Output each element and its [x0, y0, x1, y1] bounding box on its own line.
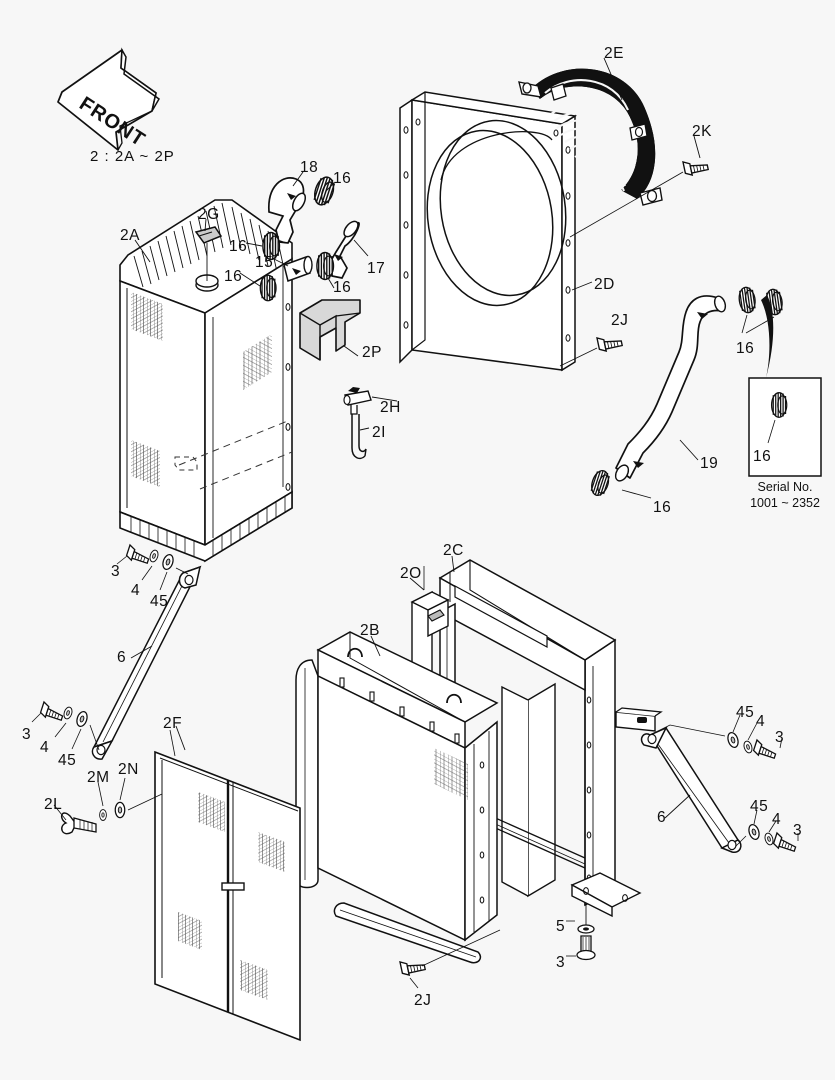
callout-fan-shroud: 2D: [594, 276, 615, 293]
water-hose-19: [614, 295, 727, 482]
bolt-2K: [569, 156, 710, 238]
callout-spring-washer: 4: [131, 582, 141, 599]
callout-spring-washer: 4: [772, 811, 782, 828]
callout-plain-washer: 45: [736, 704, 755, 721]
fastener-group-right-lower: [735, 809, 799, 854]
drain-hose-2I: [351, 414, 367, 460]
fan-shroud-2D: [399, 91, 578, 372]
serial-caption-line2: 1001 ~ 2352: [750, 495, 820, 510]
radiator-assembly: [119, 199, 293, 563]
callout-bolt-shroud: 2J: [611, 312, 629, 329]
drain-fitting-2H: [343, 387, 372, 415]
callout-bolt: 3: [793, 822, 803, 839]
callout-bolt-grille: 2J: [414, 992, 432, 1009]
callout-bolt: 3: [22, 726, 32, 743]
callout-grille: 2F: [163, 715, 183, 732]
stay-rod-6-right: [640, 726, 742, 854]
callout-oil-cooler: 2B: [360, 622, 380, 639]
callout-spring-washer: 4: [40, 739, 50, 756]
connector-pipe-15: [283, 255, 313, 282]
mount-bracket-2P: [299, 299, 361, 361]
callout-plain-washer: 45: [750, 798, 769, 815]
callout-wing-bolt: 2L: [44, 796, 63, 813]
callout-stay-rod: 6: [117, 649, 127, 666]
callout-bolt: 3: [775, 729, 785, 746]
serial-caption-line1: Serial No.: [757, 480, 813, 494]
serial-caption: Serial No. 1001 ~ 2352: [735, 480, 835, 511]
radiator-cap-2G: [194, 226, 223, 281]
fastener-group-bottom: [566, 905, 596, 961]
callout-mount-bracket: 2P: [362, 344, 382, 361]
serial-box-inner-label: 16: [753, 448, 772, 465]
callout-hose-clamp: 16: [736, 340, 755, 357]
callout-radiator: 2A: [120, 227, 140, 244]
upper-hose-18: [268, 177, 307, 244]
clamp-16: [259, 274, 277, 302]
callout-bolt: 3: [556, 954, 566, 971]
callout-radiator-cap: 2G: [198, 206, 220, 223]
clamp-16: [316, 251, 335, 281]
callout-hose-clamp: 16: [224, 268, 243, 285]
callout-lower-hose: 17: [367, 260, 386, 277]
callout-stay-rod: 6: [657, 809, 667, 826]
serial-note-box: [748, 295, 822, 477]
callout-spring-washer: 4: [756, 713, 766, 730]
callout-hose-clamp: 16: [653, 499, 672, 516]
fastener-group-right-upper: [649, 714, 783, 761]
callout-bolt: 3: [111, 563, 121, 580]
callout-plain-washer-grille: 2N: [118, 761, 139, 778]
callout-spring-washer-grille: 2M: [87, 769, 110, 786]
washer-2N: [114, 801, 126, 819]
washer-2M: [99, 809, 107, 821]
callout-cushion: 2O: [400, 565, 422, 582]
group-note: 2 : 2A ~ 2P: [90, 148, 175, 165]
callout-plain-washer: 45: [58, 752, 77, 769]
callout-bolt-fan-guard: 2K: [692, 123, 712, 140]
leader-lines: [130, 57, 701, 819]
bolt-2J-grille: [399, 929, 501, 989]
callout-water-hose: 19: [700, 455, 719, 472]
callout-upper-hose: 18: [300, 159, 319, 176]
callout-hose-clamp: 16: [229, 238, 248, 255]
callout-cooler-frame: 2C: [443, 542, 464, 559]
callout-plain-washer-small: 5: [556, 918, 566, 935]
callout-fan-guard: 2E: [604, 45, 624, 62]
stay-rod-6-left: [91, 565, 202, 760]
callout-drain-hose: 2I: [372, 424, 386, 441]
fastener-group-left-lower: [31, 701, 100, 751]
callout-hose-clamp: 16: [333, 170, 352, 187]
fan-guard-2E: [518, 68, 663, 206]
fastener-group-left-upper: [116, 544, 189, 591]
grille-2F: [154, 750, 301, 1042]
callout-drain-fitting: 2H: [380, 399, 401, 416]
callout-hose-clamp: 16: [333, 279, 352, 296]
bolt-2J-shroud: [559, 332, 624, 367]
callout-connector-pipe: 15: [255, 254, 274, 271]
callout-plain-washer: 45: [150, 593, 169, 610]
wing-bolt-2L: [53, 804, 97, 835]
